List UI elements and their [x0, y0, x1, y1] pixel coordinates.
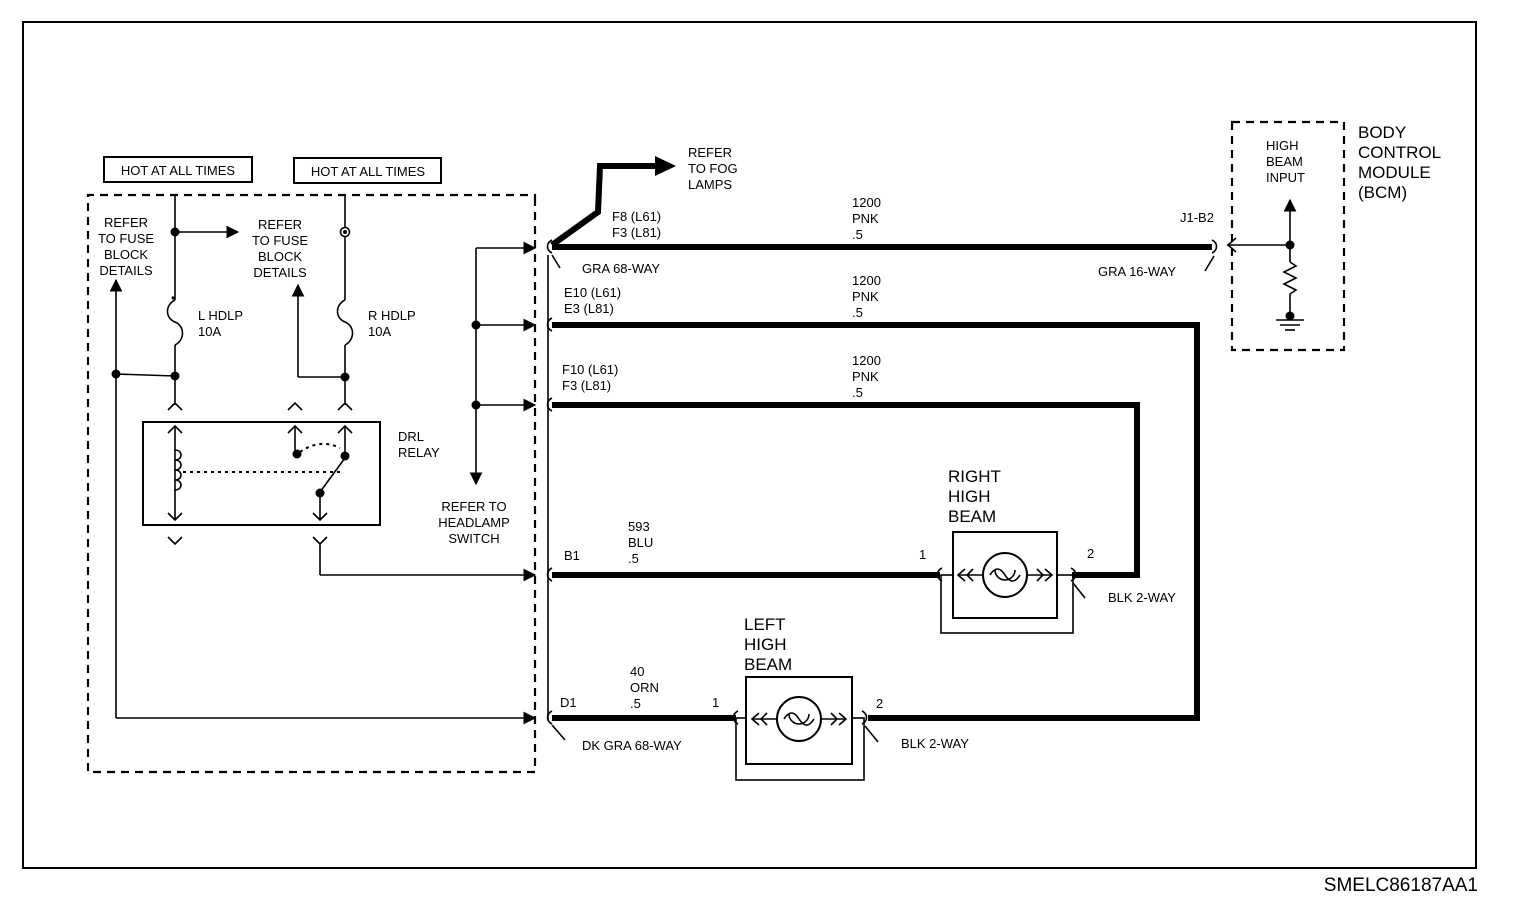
circuit3-pin-b: F3 (L81) — [562, 378, 611, 393]
fuse-right-symbol — [336, 299, 354, 346]
right-high-beam-pin-2: 2 — [1087, 546, 1094, 561]
drl-relay: DRL RELAY — [142, 421, 440, 526]
hot-at-all-times-box-right: HOT AT ALL TIMES — [293, 157, 442, 184]
headlamp-switch-ref: REFER TO HEADLAMP SWITCH — [438, 499, 510, 546]
right-high-beam-pin-1: 1 — [919, 547, 926, 562]
svg-text:DETAILS: DETAILS — [99, 263, 153, 278]
circuit4-wire-num: 593 — [628, 519, 650, 534]
circuit1-pin-b: F3 (L81) — [612, 225, 661, 240]
svg-text:BLOCK: BLOCK — [258, 249, 302, 264]
svg-text:REFER: REFER — [688, 145, 732, 160]
figure-id: SMELC86187AA1 — [1324, 875, 1478, 896]
fog-lamps-ref: REFER TO FOG LAMPS — [688, 145, 738, 192]
fuse-ref-left: REFER TO FUSE BLOCK DETAILS — [98, 215, 154, 278]
diagram-frame — [22, 21, 1477, 869]
svg-text:DRL: DRL — [398, 429, 424, 444]
circuit5-wire-color: ORN — [630, 680, 659, 695]
left-high-beam-title-2: HIGH — [744, 635, 787, 654]
svg-text:10A: 10A — [368, 324, 391, 339]
fuse-ref-middle: REFER TO FUSE BLOCK DETAILS — [252, 217, 308, 280]
fuse-label-left: L HDLP 10A — [198, 308, 243, 339]
circuit4-pin: B1 — [564, 548, 580, 563]
bcm-input-1: HIGH — [1266, 138, 1299, 153]
svg-text:REFER TO: REFER TO — [441, 499, 506, 514]
left-high-beam-lamp: LEFT HIGH BEAM 1 2 — [712, 615, 883, 781]
fuse-block-outline — [86, 193, 537, 774]
svg-text:R HDLP: R HDLP — [368, 308, 416, 323]
circuit2-wire-size: .5 — [852, 305, 863, 320]
left-high-beam-title-1: LEFT — [744, 615, 786, 634]
circuit5-wire-num: 40 — [630, 664, 644, 679]
body-control-module: HIGH BEAM INPUT BODY CONTROL MODULE (BCM… — [1226, 120, 1441, 352]
circuit2-pin-a: E10 (L61) — [564, 285, 621, 300]
fuse-label-right: R HDLP 10A — [368, 308, 416, 339]
svg-text:TO FUSE: TO FUSE — [98, 231, 154, 246]
svg-text:RELAY: RELAY — [398, 445, 440, 460]
circuit2-wire-color: PNK — [852, 289, 879, 304]
circuit1-wire-size: .5 — [852, 227, 863, 242]
svg-text:DETAILS: DETAILS — [253, 265, 307, 280]
circuit4-wire-color: BLU — [628, 535, 653, 550]
svg-text:BLOCK: BLOCK — [104, 247, 148, 262]
right-high-beam-lamp: RIGHT HIGH BEAM 1 2 — [919, 467, 1094, 634]
circuit5-pin: D1 — [560, 695, 577, 710]
bcm-title-4: (BCM) — [1358, 183, 1407, 202]
circuit3-wire-num: 1200 — [852, 353, 881, 368]
svg-text:10A: 10A — [198, 324, 221, 339]
svg-text:LAMPS: LAMPS — [688, 177, 732, 192]
circuit1-pin-a: F8 (L61) — [612, 209, 661, 224]
circuit3-pin-a: F10 (L61) — [562, 362, 618, 377]
left-high-beam-title-3: BEAM — [744, 655, 792, 674]
svg-text:REFER: REFER — [104, 215, 148, 230]
connector-blk2-left: BLK 2-WAY — [901, 736, 969, 751]
connector-blk2-right: BLK 2-WAY — [1108, 590, 1176, 605]
fuse-left-symbol — [166, 299, 184, 346]
bcm-input-3: INPUT — [1266, 170, 1305, 185]
right-high-beam-title-3: BEAM — [948, 507, 996, 526]
right-high-beam-title-2: HIGH — [948, 487, 991, 506]
circuit5-wire-size: .5 — [630, 696, 641, 711]
circuit1-wire-color: PNK — [852, 211, 879, 226]
bcm-title-1: BODY — [1358, 123, 1406, 142]
svg-text:HEADLAMP: HEADLAMP — [438, 515, 510, 530]
connector-dkgra68: DK GRA 68-WAY — [582, 738, 682, 753]
bcm-input-2: BEAM — [1266, 154, 1303, 169]
bcm-title-3: MODULE — [1358, 163, 1431, 182]
svg-text:TO FOG: TO FOG — [688, 161, 738, 176]
svg-text:SWITCH: SWITCH — [448, 531, 499, 546]
circuit3-wire-size: .5 — [852, 385, 863, 400]
svg-text:REFER: REFER — [258, 217, 302, 232]
bcm-title-2: CONTROL — [1358, 143, 1441, 162]
right-high-beam-title-1: RIGHT — [948, 467, 1001, 486]
hot-at-all-times-box-left: HOT AT ALL TIMES — [103, 156, 253, 183]
connector-gra68: GRA 68-WAY — [582, 261, 660, 276]
svg-text:L HDLP: L HDLP — [198, 308, 243, 323]
fog-lamp-wire — [550, 163, 660, 248]
left-high-beam-pin-1: 1 — [712, 695, 719, 710]
hot-label-left: HOT AT ALL TIMES — [121, 163, 235, 178]
connector-j1b2: J1-B2 — [1180, 210, 1214, 225]
left-high-beam-pin-2: 2 — [876, 696, 883, 711]
circuit1-wire-num: 1200 — [852, 195, 881, 210]
circuit2-wire-num: 1200 — [852, 273, 881, 288]
circuit3-wire-color: PNK — [852, 369, 879, 384]
hot-label-right: HOT AT ALL TIMES — [311, 164, 425, 179]
circuit4-wire-size: .5 — [628, 551, 639, 566]
svg-text:TO FUSE: TO FUSE — [252, 233, 308, 248]
svg-text:•: • — [171, 291, 175, 305]
connector-gra16: GRA 16-WAY — [1098, 264, 1176, 279]
circuit2-pin-b: E3 (L81) — [564, 301, 614, 316]
